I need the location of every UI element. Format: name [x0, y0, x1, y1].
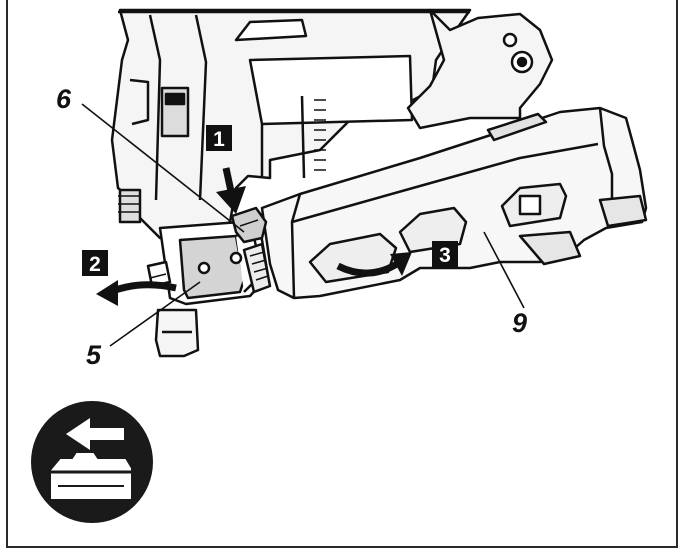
svg-text:1: 1: [213, 128, 225, 151]
step-1-badge: 1: [206, 125, 232, 151]
step-3-badge: 3: [432, 241, 458, 267]
tool-upper-body: [110, 8, 472, 240]
svg-text:3: 3: [439, 244, 451, 267]
step-3-arrow: [336, 252, 412, 277]
svg-text:2: 2: [89, 253, 101, 276]
step-1-arrow: [216, 167, 246, 214]
callout-5: 5: [86, 340, 102, 370]
callout-6: 6: [56, 84, 72, 114]
release-lever: [230, 206, 272, 294]
step-2-badge: 2: [82, 250, 108, 276]
leader-lines: [81, 103, 525, 347]
battery-removal-icon: [31, 401, 153, 523]
callout-9: 9: [512, 308, 527, 338]
tool-bottom-details: [118, 188, 200, 358]
tool-handle-area: [406, 8, 554, 130]
leader-5: [109, 281, 201, 347]
leader-6: [81, 103, 245, 233]
leader-9: [483, 231, 525, 309]
step-2-arrow: [96, 280, 177, 306]
